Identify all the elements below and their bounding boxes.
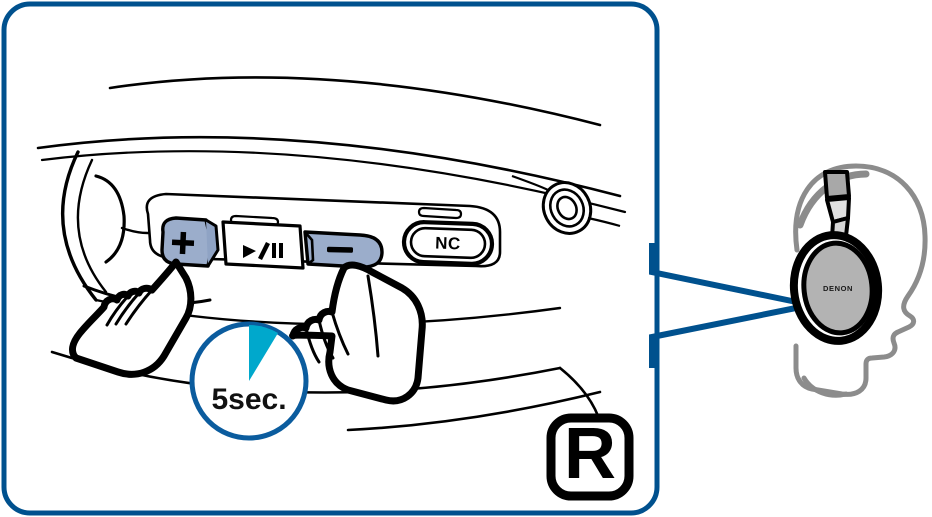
pointing-hand-plus [69, 258, 195, 378]
hand-plus-outline [69, 258, 195, 378]
timer-wedge [249, 324, 278, 381]
play-pause-body [221, 220, 305, 270]
hand-minus-finger-1 [330, 310, 350, 356]
earcup-hinge-loop [94, 174, 126, 264]
earcup-small: DENON [789, 231, 883, 345]
callout-line-top [649, 243, 812, 308]
head-jaw-line [801, 375, 849, 398]
jack-port-lead-top [511, 174, 549, 191]
earcup-inner-pad [801, 240, 875, 336]
timer-label: 5sec. [211, 383, 286, 416]
pointing-hand-minus [289, 261, 426, 405]
minus-icon [326, 246, 354, 253]
jack-port [541, 181, 593, 235]
play-pause-button[interactable] [221, 220, 305, 270]
brand-label: DENON [823, 284, 853, 293]
earcup-arc-outer-top [108, 76, 602, 127]
hand-minus-thumb-line [366, 274, 380, 358]
head-outline [793, 163, 928, 397]
jack-port-lead-right [587, 216, 621, 228]
earcup-left-rim-outer [60, 150, 98, 302]
hand-plus-finger-3 [105, 294, 130, 327]
earcup-arc-lower-3 [346, 390, 602, 432]
timer-badge: 5sec. [189, 321, 309, 441]
hand-minus-outline [289, 261, 426, 405]
hand-plus-finger-2 [114, 291, 141, 326]
volume-down-bevel [304, 231, 315, 266]
head-diagram: DENON [789, 163, 928, 398]
volume-down-button[interactable] [303, 230, 384, 269]
side-marker-label: R [564, 414, 616, 494]
earcup-left-rim-inner [76, 158, 108, 294]
earcup-arc-top-inner [40, 150, 627, 214]
volume-up-button[interactable] [160, 216, 220, 268]
headband-slider-upper [823, 170, 851, 200]
earcup-arc-top [36, 135, 622, 198]
play-pause-icon [243, 242, 283, 260]
noise-cancelling-button[interactable]: NC [401, 220, 495, 266]
plus-icon [171, 231, 195, 255]
led-slot-right [417, 206, 463, 220]
callout-line-bottom [649, 302, 812, 368]
volume-up-side-face [205, 218, 220, 267]
hand-minus-finger-2 [317, 318, 335, 360]
side-marker-r: R [546, 413, 634, 501]
hand-plus-finger-1 [124, 288, 154, 326]
headband-slider [823, 170, 851, 240]
nc-button-label: NC [435, 234, 461, 254]
side-marker-box [546, 413, 634, 501]
earcup-illustration: NC 5sec. [36, 76, 634, 501]
hand-minus-finger-3 [304, 326, 321, 364]
nc-button-inner [409, 226, 487, 260]
